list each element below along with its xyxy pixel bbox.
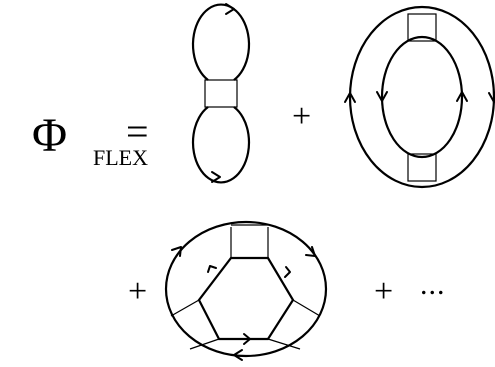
left-box-edge-b — [189, 338, 220, 350]
upper-loop — [191, 3, 251, 81]
plus-sign-3: + — [374, 273, 394, 310]
inner-left-arrow — [376, 91, 388, 102]
phi-symbol: Φ — [32, 109, 68, 162]
inner-right-arrow — [456, 91, 468, 102]
phi-subscript: FLEX — [93, 145, 148, 170]
left-box-edge-a — [170, 299, 200, 317]
top-box — [407, 13, 437, 42]
inner-upper-right-arrow — [284, 266, 291, 278]
diagram-three-box-ring — [164, 220, 328, 361]
right-box-edge-a — [292, 299, 321, 317]
outer-ring — [164, 220, 328, 358]
outer-right-arrow — [488, 92, 495, 103]
outer-left-arrow — [344, 92, 356, 103]
inner-hexagon — [197, 256, 295, 341]
diagram-two-box-ring — [344, 5, 495, 189]
right-box-edge-b — [267, 338, 301, 350]
equals-sign: = — [126, 109, 149, 154]
diagram-two-loops — [191, 3, 251, 184]
outer-ring — [348, 5, 495, 189]
outer-upper-right-arrow — [305, 246, 316, 257]
plus-sign-2: + — [128, 273, 148, 310]
plus-sign-1: + — [292, 98, 312, 135]
bottom-box — [407, 153, 437, 182]
inner-upper-left-arrow — [207, 265, 217, 273]
upper-loop-arrow — [225, 3, 235, 15]
outer-upper-left-arrow — [171, 246, 182, 257]
outer-bottom-arrow — [233, 349, 243, 361]
ellipsis: ... — [420, 268, 446, 301]
inner-bottom-arrow — [243, 333, 251, 345]
lower-loop — [191, 106, 251, 184]
lower-loop-arrow — [211, 171, 221, 183]
connector-box — [204, 79, 238, 108]
inner-ring — [380, 35, 464, 159]
